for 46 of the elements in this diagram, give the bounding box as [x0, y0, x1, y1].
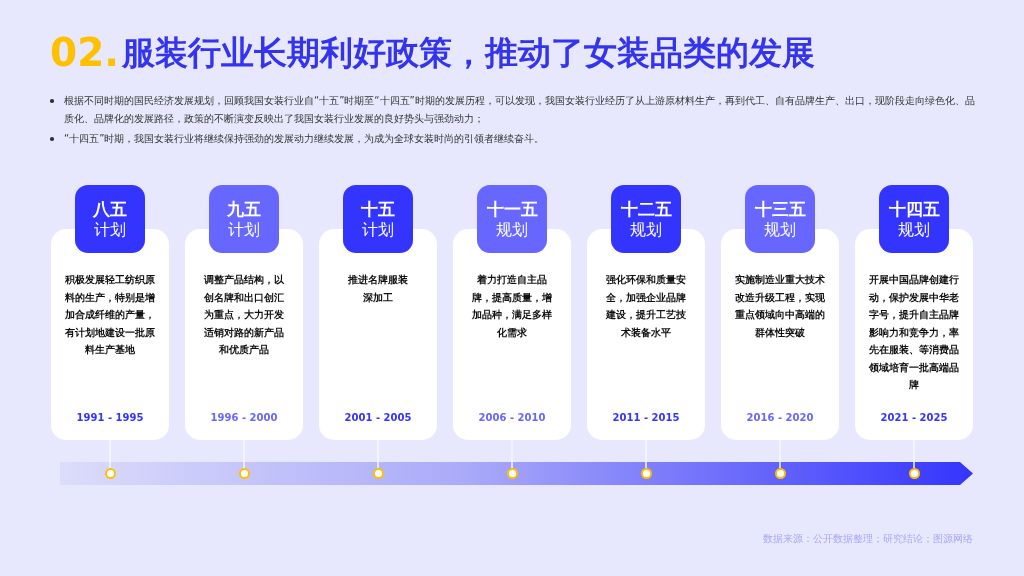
year-range: 2021 - 2025: [880, 411, 948, 425]
plan-type: 规划: [898, 219, 930, 240]
plan-name: 十一五: [486, 198, 538, 220]
card-text: 强化环保和质量安全，加强企业品牌建设，提升工艺技术装备水平: [605, 273, 687, 340]
year-range: 1991 - 1995: [76, 411, 144, 425]
card-text: 实施制造业重大技术改造升级工程，实现重点领域向中高端的群体性突破: [734, 273, 826, 340]
plan-tile: [209, 185, 279, 253]
bullet-text: 根据不同时期的国民经济发展规划，回顾我国女装行业自“十五”时期至“十四五”时期的发展历程，可以发现，我国女装行业经历了从上游原材料生产，再到代工、自有品牌生产、出口，现阶段走向绿色化、品质化、品牌化的发展路径，政策的不断演变反映出了我国女装行业发展的良好势头与强劲动力；: [64, 94, 976, 126]
timeline-dot-icon: [774, 468, 786, 479]
timeline-dot-icon: [506, 468, 518, 479]
plan-name: 九五: [227, 198, 261, 220]
timeline-dot-icon: [640, 468, 652, 479]
plan-tile: [745, 185, 815, 253]
plan-type: 规划: [496, 219, 528, 240]
plan-tile: [343, 185, 413, 253]
year-range: 2016 - 2020: [746, 411, 814, 425]
timeline-dot-icon: [238, 468, 250, 479]
plan-name: 十二五: [620, 198, 672, 220]
timeline-dot-icon: [372, 468, 384, 479]
slide-title: 服装行业长期利好政策，推动了女装品类的发展: [122, 33, 815, 73]
plan-name: 十三五: [754, 198, 806, 220]
timeline-dot-icon: [104, 468, 116, 479]
plan-tile: [611, 185, 681, 253]
plan-tile: [75, 185, 145, 253]
card-text: 推进名牌服装深加工: [347, 273, 409, 305]
plan-type: 计划: [94, 219, 126, 240]
card-text: 积极发展轻工纺织原料的生产，特别是增加合成纤维的产量，有计划地建设一批原料生产基地: [64, 273, 156, 357]
plan-name: 八五: [93, 198, 127, 220]
plan-type: 规划: [764, 219, 796, 240]
year-range: 2006 - 2010: [478, 411, 546, 425]
plan-type: 规划: [630, 219, 662, 240]
timeline-dot-icon: [908, 468, 920, 479]
plan-type: 计划: [228, 219, 260, 240]
plan-tile: [477, 185, 547, 253]
year-range: 2001 - 2005: [344, 411, 412, 425]
plan-name: 十四五: [888, 198, 940, 220]
year-range: 1996 - 2000: [210, 411, 278, 425]
plan-name: 十五: [361, 198, 395, 220]
card-text: 调整产品结构，以创名牌和出口创汇为重点，大力开发适销对路的新产品和优质产品: [203, 273, 285, 357]
plan-type: 计划: [362, 219, 394, 240]
plan-tile: [879, 185, 949, 253]
card-text: 着力打造自主品牌，提高质量，增加品种，满足多样化需求: [471, 273, 553, 340]
card-text: 开展中国品牌创建行动，保护发展中华老字号，提升自主品牌影响力和竞争力，率先在服装、等消费品领域培育一批高端品牌: [868, 273, 960, 392]
section-number: 02.: [50, 30, 120, 76]
bullet-text: “十四五”时期，我国女装行业将继续保持强劲的发展动力继续发展，为成为全球女装时尚的引领者继续奋斗。: [64, 132, 546, 146]
year-range: 2011 - 2015: [612, 411, 680, 425]
